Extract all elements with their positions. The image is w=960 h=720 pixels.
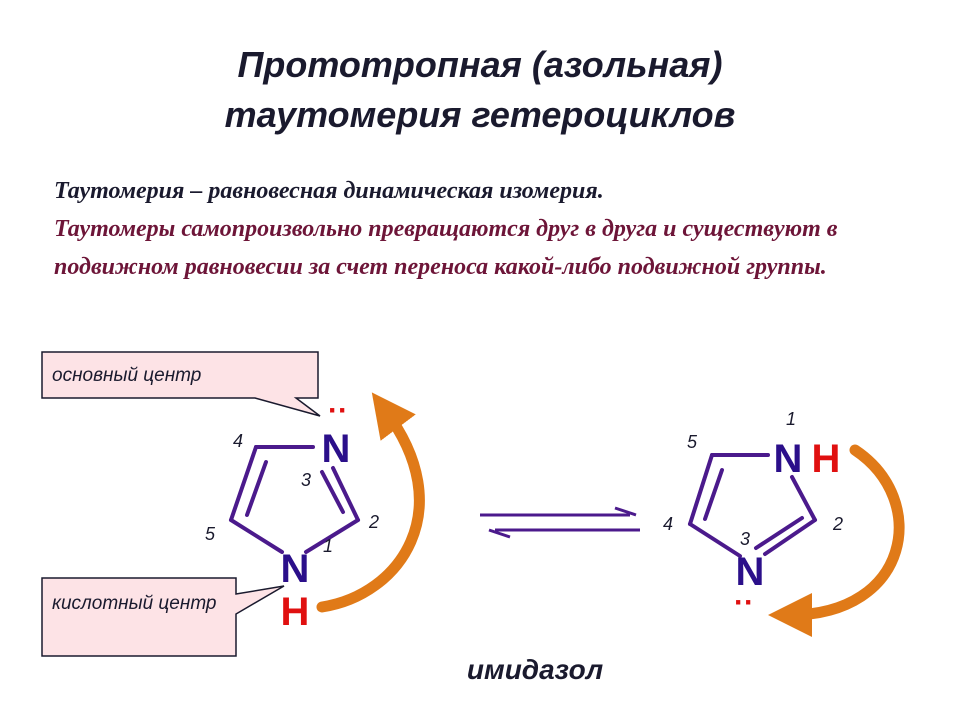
left-position-1: 1 xyxy=(323,536,333,556)
left-position-4: 4 xyxy=(233,431,243,451)
right-atom-n-bottom: N xyxy=(736,550,765,594)
right-position-5: 5 xyxy=(687,432,698,452)
title-line-1: Прототропная (азольная) xyxy=(237,44,723,85)
acidic-center-callout xyxy=(41,577,285,657)
right-position-4: 4 xyxy=(663,514,673,534)
definition-text: Таутомерия – равновесная динамическая из… xyxy=(54,172,954,286)
right-position-2: 2 xyxy=(832,514,843,534)
right-proton-transfer-arrow xyxy=(768,444,905,637)
right-bond-n3-c2-double xyxy=(754,516,804,550)
right-ring-bonds xyxy=(688,453,817,558)
left-position-3: 3 xyxy=(301,470,311,490)
left-atom-n-bottom: N xyxy=(281,547,310,591)
left-ring-bonds xyxy=(229,445,360,554)
left-bond-c4-c5-double xyxy=(245,460,268,517)
right-atom-n-top: N xyxy=(774,437,803,481)
acidic-center-label: кислотный центр xyxy=(52,593,217,614)
definition-line-1: Таутомерия – равновесная динамическая из… xyxy=(54,178,604,204)
molecule-caption: имидазол xyxy=(466,654,604,685)
right-bond-c5-c4 xyxy=(688,453,714,526)
right-atom-h: H xyxy=(812,437,841,481)
left-bond-c2-n3-double xyxy=(320,470,345,514)
right-bond-c4-n3 xyxy=(688,522,742,558)
left-position-5: 5 xyxy=(205,524,216,544)
equilibrium-arrows xyxy=(480,506,640,539)
right-lone-pair: ·· xyxy=(734,586,754,619)
left-bond-n1-c2 xyxy=(304,518,360,554)
left-bond-c5-n1 xyxy=(229,518,284,554)
right-position-3: 3 xyxy=(740,529,750,549)
right-bond-c2-n1 xyxy=(790,475,817,522)
left-position-2: 2 xyxy=(368,512,379,532)
right-bond-c5-c4-double xyxy=(703,468,724,521)
basic-center-label: основный центр xyxy=(52,365,202,386)
left-bond-c2-n3 xyxy=(331,466,360,522)
right-position-1: 1 xyxy=(786,409,796,429)
left-bond-c4-c5 xyxy=(229,445,258,522)
left-proton-transfer-arrow xyxy=(316,392,425,613)
left-atom-h: H xyxy=(281,590,310,634)
forward-arrow-head xyxy=(614,506,637,517)
basic-center-callout xyxy=(41,351,321,417)
page-title: Прототропная (азольная) таутомерия гетер… xyxy=(0,40,960,140)
title-line-2: таутомерия гетероциклов xyxy=(224,94,736,135)
right-bond-n3-c2 xyxy=(763,518,817,556)
left-atom-n-top: N xyxy=(322,427,351,471)
left-lone-pair: ·· xyxy=(328,394,348,427)
definition-rest: Таутомеры самопроизвольно превращаются д… xyxy=(54,216,838,280)
reverse-arrow-head xyxy=(488,528,511,539)
